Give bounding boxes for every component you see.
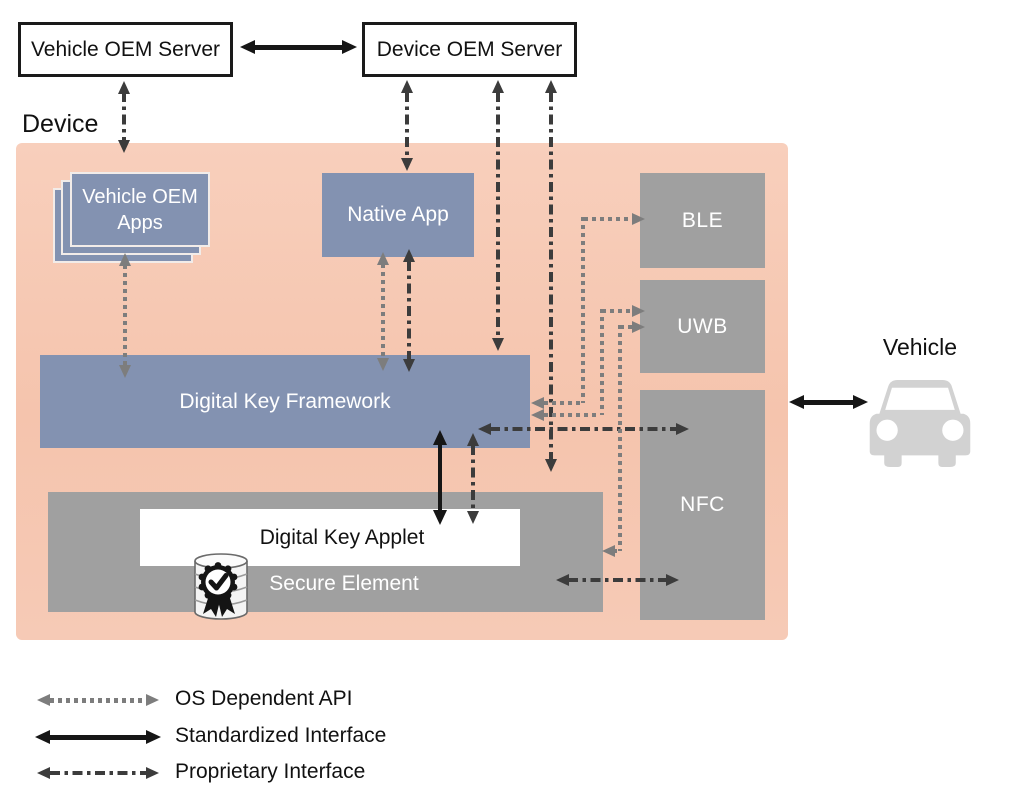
vehicle-oem-apps-label: Vehicle OEM Apps	[82, 185, 198, 234]
vehicle-oem-apps-box: Vehicle OEM Apps	[70, 172, 210, 247]
legend-label-standardized: Standardized Interface	[175, 724, 387, 747]
vehicle-oem-server-box: Vehicle OEM Server	[18, 22, 233, 77]
certified-database-icon	[194, 553, 248, 620]
vehicle-oem-server-label: Vehicle OEM Server	[30, 37, 221, 61]
digital-key-framework-box: Digital Key Framework	[40, 355, 530, 448]
secure-element-label: Secure Element	[269, 572, 419, 595]
uwb-box: UWB	[640, 280, 765, 373]
vehicle-label: Vehicle	[882, 334, 958, 360]
device-oem-server-box: Device OEM Server	[362, 22, 577, 77]
nfc-box: NFC	[640, 390, 765, 620]
legend-label-proprietary: Proprietary Interface	[175, 760, 366, 783]
native-app-label: Native App	[347, 203, 449, 226]
digital-key-framework-label: Digital Key Framework	[179, 389, 391, 413]
nfc-label: NFC	[680, 493, 725, 516]
device-label: Device	[22, 110, 99, 138]
native-app-box: Native App	[322, 173, 474, 257]
digital-key-applet-label: Digital Key Applet	[259, 525, 425, 549]
device-oem-server-label: Device OEM Server	[376, 37, 563, 61]
car-icon	[869, 379, 971, 467]
ble-label: BLE	[681, 208, 724, 232]
ble-box: BLE	[640, 173, 765, 268]
legend-label-os-api: OS Dependent API	[175, 687, 353, 710]
uwb-label: UWB	[677, 314, 728, 338]
